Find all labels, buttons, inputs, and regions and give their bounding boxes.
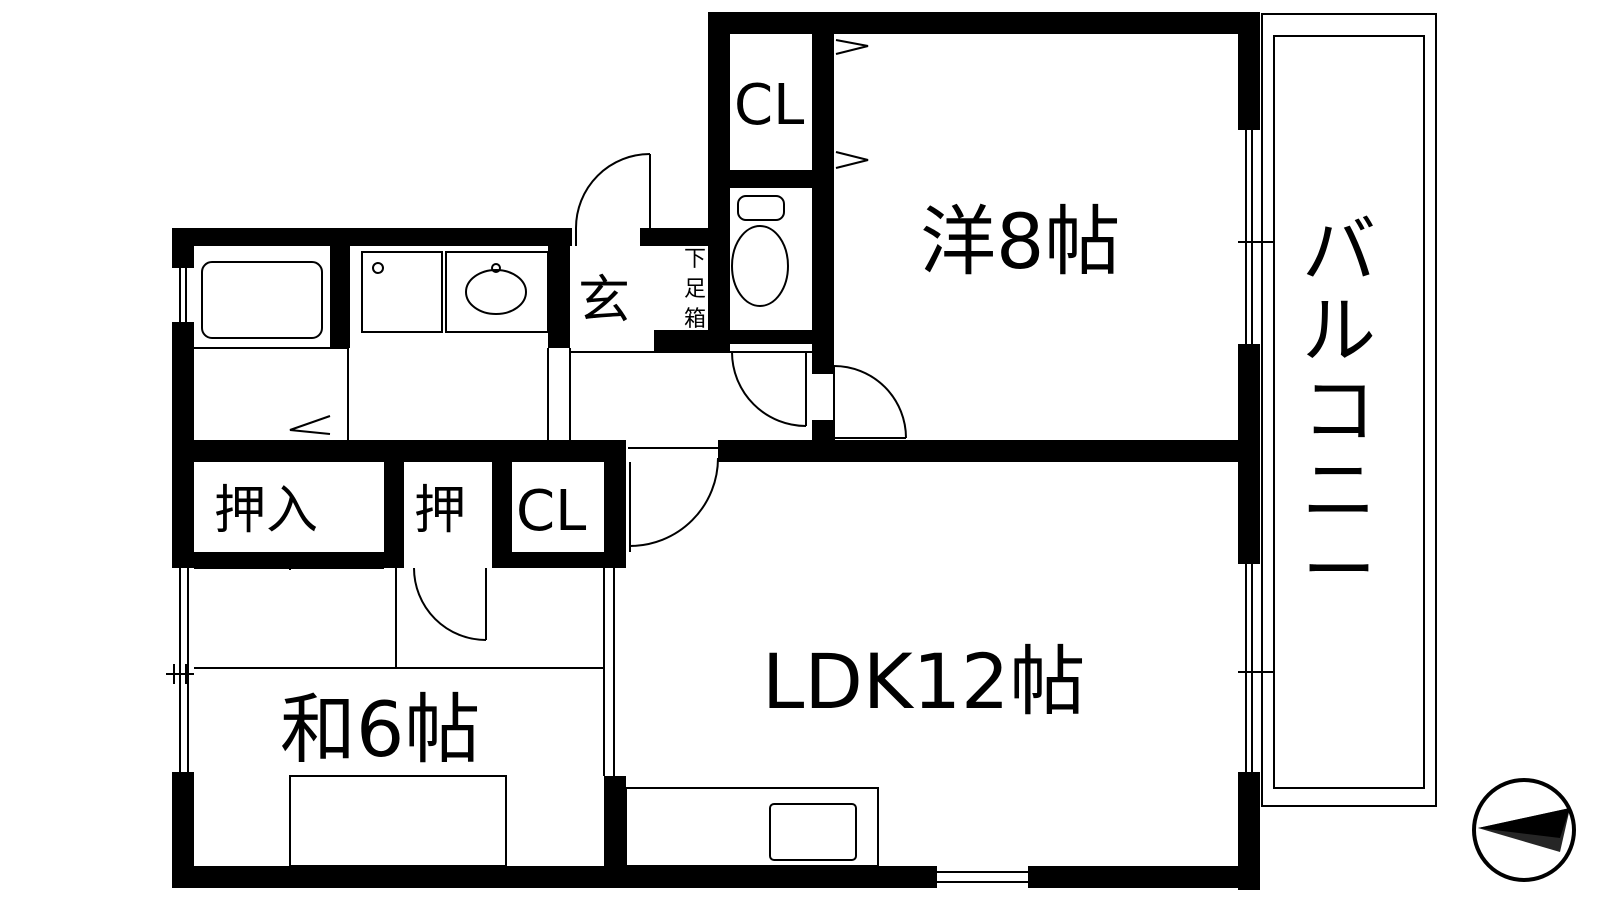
balcony [1261, 13, 1437, 807]
label-balcony: バ ル コ ニ ー [1302, 208, 1376, 614]
svg-text:ニ: ニ [1302, 448, 1376, 534]
label-western-room: 洋8帖 [920, 197, 1120, 286]
svg-text:バ: バ [1302, 208, 1376, 294]
label-closet-mid: CL [516, 479, 586, 544]
walls [172, 12, 1260, 890]
svg-text:ル: ル [1302, 288, 1376, 374]
label-ldk: LDK12帖 [762, 637, 1085, 726]
fittings [166, 36, 1274, 883]
svg-text:足: 足 [684, 277, 706, 302]
svg-text:ー: ー [1302, 528, 1376, 614]
label-oshiire: 押入 [214, 481, 318, 541]
label-oshi: 押 [414, 481, 466, 541]
label-entrance: 玄 [578, 271, 630, 331]
north-arrow-icon [1472, 778, 1576, 882]
svg-text:下: 下 [684, 247, 706, 272]
label-closet-top: CL [734, 73, 804, 138]
label-japanese-room: 和6帖 [280, 685, 480, 774]
svg-text:箱: 箱 [684, 307, 706, 332]
svg-text:コ: コ [1302, 368, 1376, 454]
label-shoe-box: 下 足 箱 [684, 247, 706, 332]
